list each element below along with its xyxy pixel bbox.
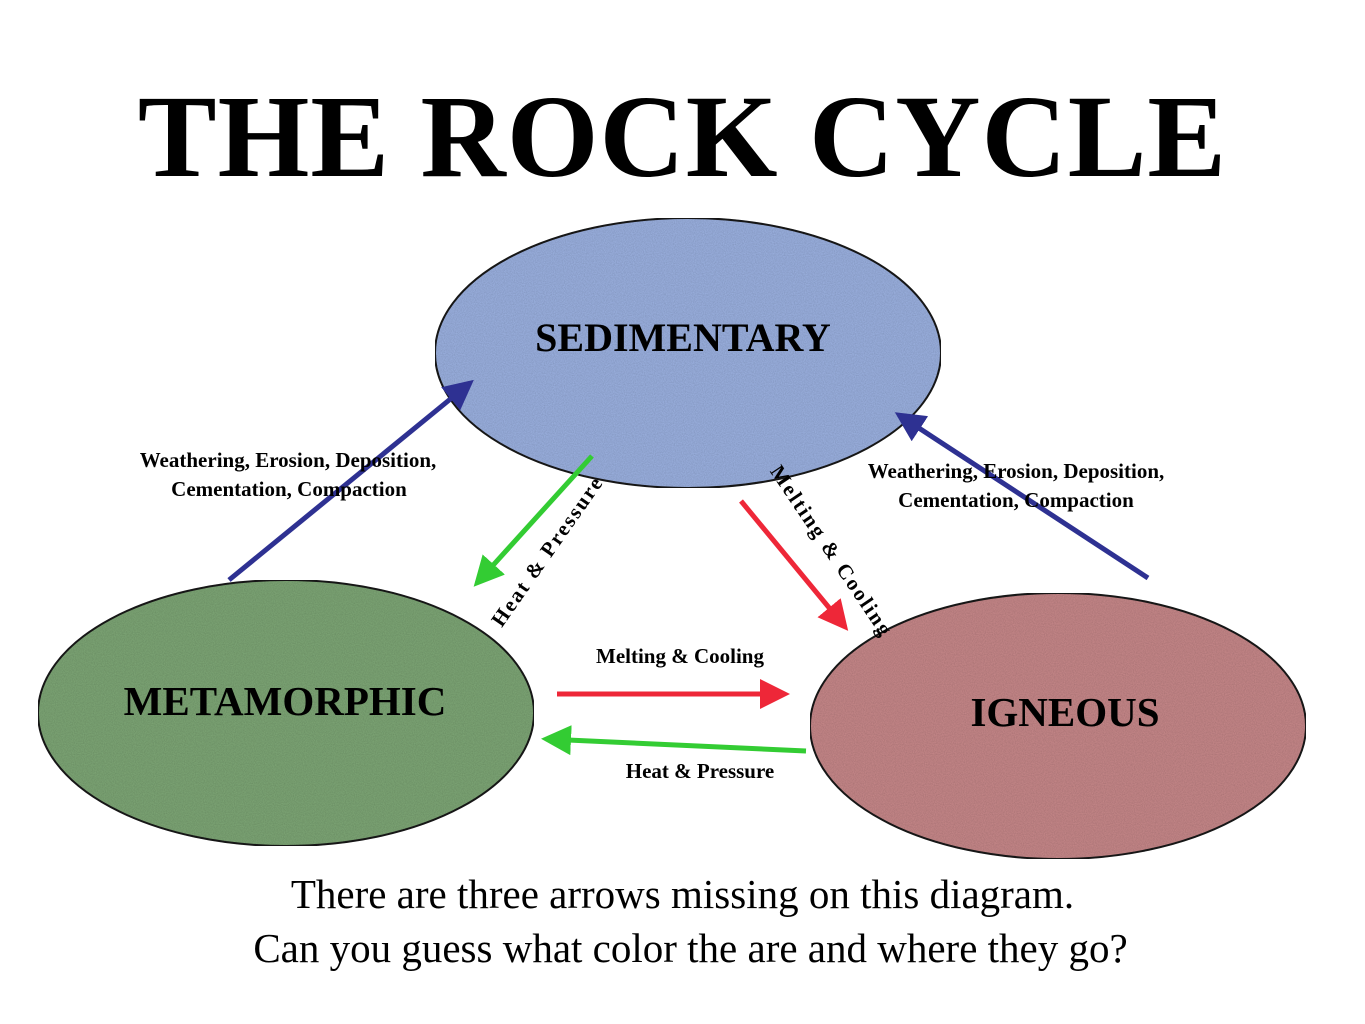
igneous-node xyxy=(809,592,1307,860)
page-title: THE ROCK CYCLE xyxy=(137,71,1228,202)
sedimentary-label: SEDIMENTARY xyxy=(535,315,831,360)
weathering-label-left-line2: Cementation, Compaction xyxy=(171,477,407,501)
weathering-label-left-line1: Weathering, Erosion, Deposition, xyxy=(140,448,437,472)
weathering-label-right-line1: Weathering, Erosion, Deposition, xyxy=(868,459,1165,483)
caption-line-1: There are three arrows missing on this d… xyxy=(290,871,1075,917)
caption-line-2: Can you guess what color the are and whe… xyxy=(253,925,1128,971)
weathering-arrow-igneous-to-sedimentary xyxy=(894,412,1150,581)
heat-pressure-horizontal-label: Heat & Pressure xyxy=(626,759,775,783)
igneous-label: IGNEOUS xyxy=(970,689,1159,735)
heat-pressure-arrow-igneous-to-metamorphic xyxy=(541,725,807,756)
metamorphic-label: METAMORPHIC xyxy=(124,678,447,724)
melting-cooling-arrow-sedimentary-to-igneous xyxy=(739,499,849,631)
weathering-label-right-line2: Cementation, Compaction xyxy=(898,488,1134,512)
metamorphic-node xyxy=(37,579,535,847)
weathering-arrow-metamorphic-to-sedimentary xyxy=(227,379,474,582)
heat-pressure-arrow-sedimentary-to-metamorphic xyxy=(473,454,594,587)
sedimentary-node xyxy=(434,217,942,489)
melting-cooling-horizontal-label: Melting & Cooling xyxy=(596,644,764,668)
